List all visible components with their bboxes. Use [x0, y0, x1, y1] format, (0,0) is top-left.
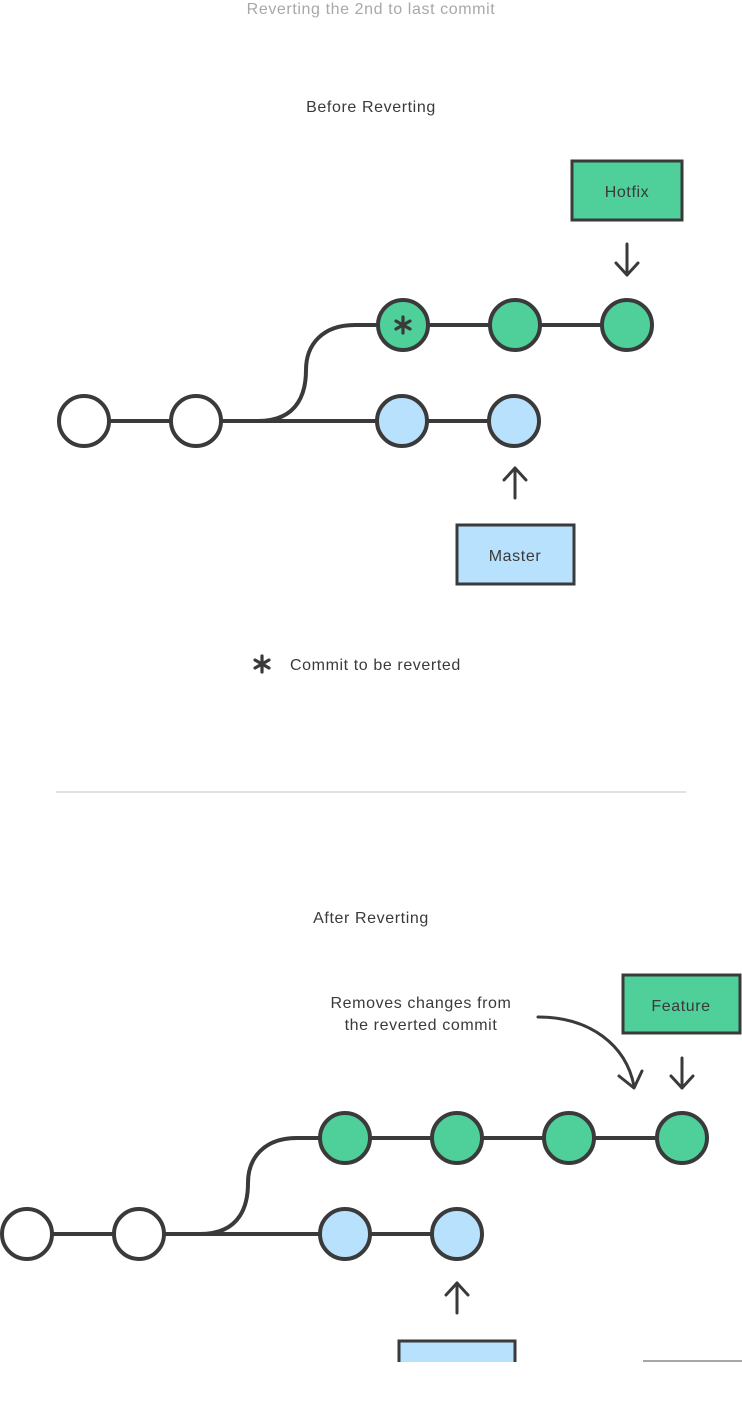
after-master-commit-1: [318, 1207, 372, 1261]
legend-text: Commit to be reverted: [290, 657, 461, 674]
before-commit-2: [169, 394, 223, 448]
arrow-down-icon: [669, 1056, 695, 1090]
before-section: Before Reverting Hotfix: [57, 99, 684, 674]
before-hotfix-commit-2: [488, 298, 542, 352]
annotation-line-1: Removes changes from: [331, 995, 512, 1012]
legend-asterisk-icon: [253, 654, 271, 674]
after-feature-commit-2: [430, 1111, 484, 1165]
before-commit-1: [57, 394, 111, 448]
after-master-commit-2: [430, 1207, 484, 1261]
arrow-down-icon: [614, 242, 640, 277]
after-feature-commit-1: [318, 1111, 372, 1165]
arrow-up-icon: [444, 1281, 470, 1315]
after-branch-curve: [139, 1136, 682, 1236]
feature-label-box: [621, 973, 742, 1035]
after-revert-commit: [655, 1111, 709, 1165]
master-label: Master: [489, 548, 542, 565]
curved-arrow-icon: [536, 1015, 644, 1090]
hotfix-label: Hotfix: [605, 184, 650, 201]
crop-mask: [380, 1362, 540, 1402]
after-commit-2: [112, 1207, 166, 1261]
annotation-line-2: the reverted commit: [345, 1017, 498, 1034]
after-section: After Reverting Feature Removes changes …: [0, 910, 742, 1402]
arrow-up-icon: [502, 466, 528, 500]
before-title: Before Reverting: [306, 99, 436, 116]
hotfix-label-box: [570, 159, 684, 222]
top-caption: Reverting the 2nd to last commit: [247, 1, 496, 18]
before-master-commit-1: [375, 394, 429, 448]
after-feature-commit-3: [542, 1111, 596, 1165]
before-hotfix-commit-3: [600, 298, 654, 352]
master-label-box: [455, 523, 576, 586]
before-lines: [84, 323, 627, 423]
after-lines: [27, 1136, 682, 1236]
asterisk-icon: [394, 315, 412, 335]
after-title: After Reverting: [313, 910, 429, 927]
before-master-commit-2: [487, 394, 541, 448]
feature-label: Feature: [651, 998, 710, 1015]
after-commit-1: [0, 1207, 54, 1261]
before-branch-curve: [196, 323, 627, 423]
